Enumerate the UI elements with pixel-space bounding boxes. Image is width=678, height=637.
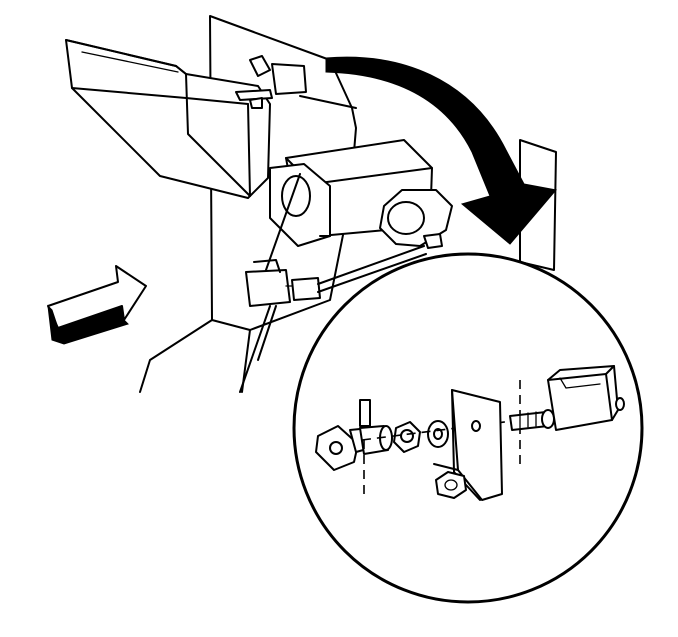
exploded-detail xyxy=(315,365,625,501)
actuator-motor xyxy=(269,139,453,249)
pin xyxy=(359,399,393,496)
bolt xyxy=(435,471,467,499)
curved-arrow-rotate xyxy=(325,56,557,245)
instrument-panel-duct xyxy=(65,39,357,199)
location-arrow xyxy=(47,265,147,345)
assembly-axis xyxy=(361,419,521,441)
sensor-connector xyxy=(509,365,625,431)
electrical-connector xyxy=(239,173,427,393)
washer xyxy=(427,420,449,448)
duct-fitting xyxy=(235,55,307,109)
bracket xyxy=(433,389,503,501)
nut xyxy=(393,421,421,453)
